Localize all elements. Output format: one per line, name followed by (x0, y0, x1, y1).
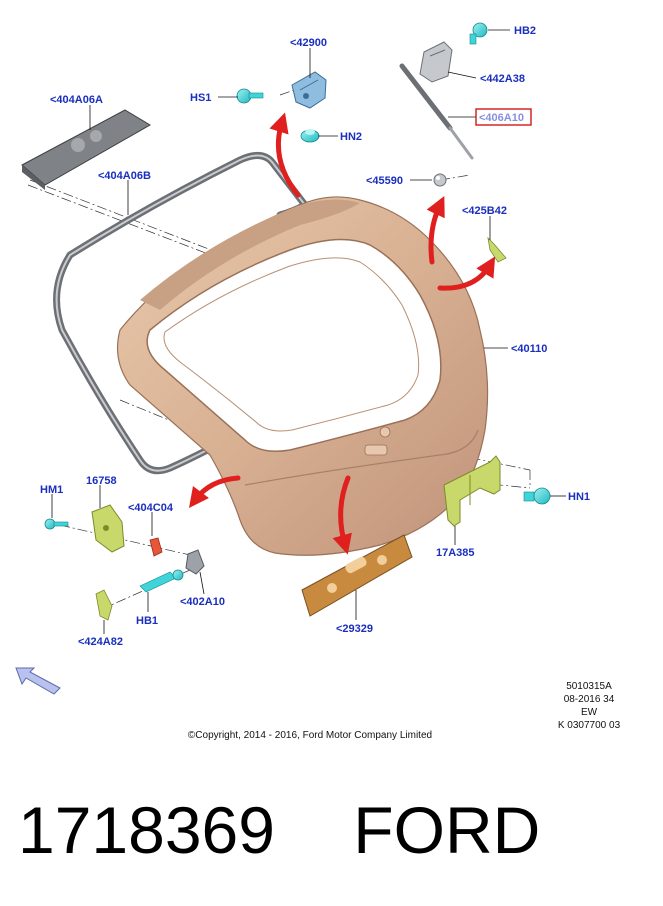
license-plate-panel (301, 534, 413, 617)
highlight-box (475, 108, 532, 126)
ball-stud (433, 173, 447, 187)
callout-hn1[interactable]: HN1 (568, 491, 590, 503)
part-brand: FORD (353, 793, 541, 867)
callout-hm1[interactable]: HM1 (40, 484, 63, 496)
latch-nut-hn2 (300, 129, 320, 143)
orientation-arrow-icon (15, 667, 61, 695)
callout-hb2[interactable]: HB2 (514, 25, 536, 37)
callout-45590[interactable]: <45590 (366, 175, 403, 187)
callout-404a06a[interactable]: <404A06A (50, 94, 103, 106)
callout-425b42[interactable]: <425B42 (462, 205, 507, 217)
mount-bracket (91, 504, 125, 553)
release-cable-end (185, 549, 205, 575)
liftgate-latch (291, 71, 327, 109)
callout-leaders (51, 29, 566, 634)
mount-screw-hm1 (44, 518, 69, 530)
callout-hs1[interactable]: HS1 (190, 92, 211, 104)
assembly-arrows (188, 112, 496, 555)
parts-diagram: <42900 HB2 HS1 <442A38 <404A06A HN2 <406… (15, 22, 590, 695)
callout-29329[interactable]: <29329 (336, 623, 373, 635)
reference-code: 5010315A (566, 681, 612, 692)
strut-bracket (419, 41, 453, 83)
upper-trim-panel (21, 109, 151, 190)
reference-id: K 0307700 03 (557, 720, 621, 731)
callout-404a06b[interactable]: <404A06B (98, 170, 151, 182)
callout-42900[interactable]: <42900 (290, 37, 327, 49)
liftgate-panel (117, 196, 489, 556)
callout-40110[interactable]: <40110 (511, 343, 547, 355)
callout-hn2[interactable]: HN2 (340, 131, 362, 143)
callout-424a82[interactable]: <424A82 (78, 636, 123, 648)
copyright-notice: ©Copyright, 2014 - 2016, Ford Motor Comp… (187, 730, 433, 741)
gas-strut (399, 63, 474, 160)
hinge-bracket (443, 455, 501, 527)
callout-406a10-selected[interactable]: <406A10 (479, 112, 524, 124)
bracket-bolt-hb2 (469, 22, 488, 45)
reference-date: 08-2016 34 (563, 694, 615, 705)
retaining-clip (149, 537, 163, 557)
reference-region: EW (580, 707, 598, 718)
diagram-reference-info: 5010315A 08-2016 34 EW K 0307700 03 (529, 680, 649, 732)
pin-hb1 (139, 569, 184, 593)
bumper-clip (487, 236, 507, 263)
callout-hb1[interactable]: HB1 (136, 615, 158, 627)
callout-labels: <42900 HB2 HS1 <442A38 <404A06A HN2 <406… (40, 25, 590, 648)
callout-16758[interactable]: 16758 (86, 475, 117, 487)
hinge-nut-hn1 (523, 487, 551, 505)
latch-screw-hs1 (236, 88, 264, 104)
callout-17a385[interactable]: 17A385 (436, 547, 475, 559)
small-bracket (95, 589, 113, 621)
callout-442a38[interactable]: <442A38 (480, 73, 525, 85)
part-number: 1718369 (18, 793, 275, 867)
callout-404c04[interactable]: <404C04 (128, 502, 174, 514)
part-identifier: 1718369 FORD (18, 792, 658, 868)
callout-402a10[interactable]: <402A10 (180, 596, 225, 608)
